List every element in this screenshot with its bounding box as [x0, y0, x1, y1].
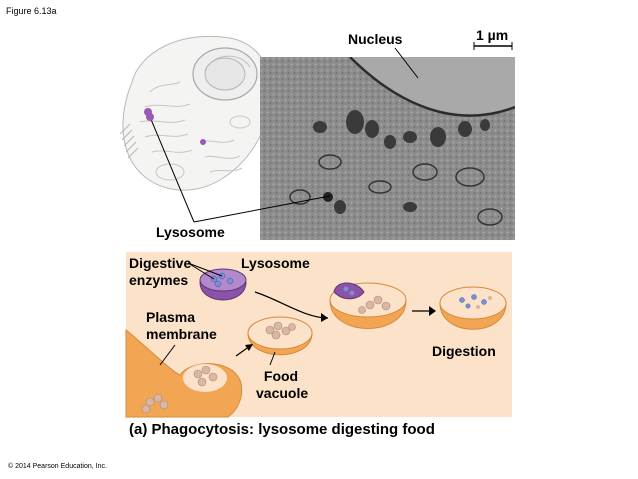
nucleus-leader-line — [394, 47, 419, 79]
lysosome-leader-sketch — [149, 116, 195, 223]
figure-caption: (a) Phagocytosis: lysosome digesting foo… — [129, 421, 435, 438]
nucleus-label: Nucleus — [348, 31, 403, 47]
copyright-notice: © 2014 Pearson Education, Inc. — [8, 463, 107, 470]
figure-label: Figure 6.13a — [6, 6, 57, 16]
plasma-membrane-label: Plasma membrane — [146, 309, 217, 342]
scale-bar-label: 1 µm — [476, 27, 509, 43]
food-vacuole-label: Food vacuole — [256, 368, 309, 401]
digestive-enzymes-label: Digestive enzymes — [129, 255, 192, 288]
lysosome-leader-micrograph — [193, 195, 331, 223]
lysosome-label-top: Lysosome — [156, 224, 225, 240]
lysosome-label-bottom: Lysosome — [241, 255, 310, 271]
digestion-label: Digestion — [432, 343, 496, 359]
cell-sketch — [119, 35, 272, 191]
micrograph — [260, 57, 515, 240]
